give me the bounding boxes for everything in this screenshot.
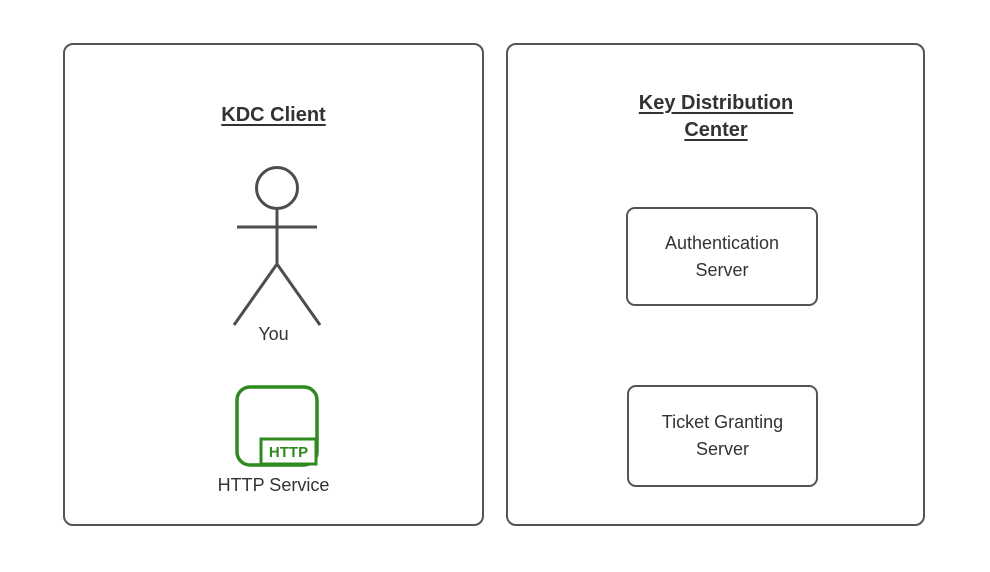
ticket-granting-server-label: Ticket Granting Server [661,412,784,459]
person-icon [232,166,322,326]
actor-label: You [258,324,289,344]
authentication-server-label: Authentication Server [664,232,780,280]
authentication-server-box: Authentication Server [626,207,818,306]
ticket-granting-server-box: Ticket Granting Server [627,385,818,487]
http-icon-label: HTTP [269,444,308,461]
kdc-client-panel: KDC Client You HTTP HTTP Service [63,43,484,526]
http-service-icon: HTTP [235,385,319,467]
key-distribution-center-title: Key Distribution Center [638,92,794,141]
kdc-client-title: KDC Client [221,104,326,126]
key-distribution-center-panel: Key Distribution Center Authentication S… [506,43,925,526]
http-service-label: HTTP Service [217,475,330,495]
